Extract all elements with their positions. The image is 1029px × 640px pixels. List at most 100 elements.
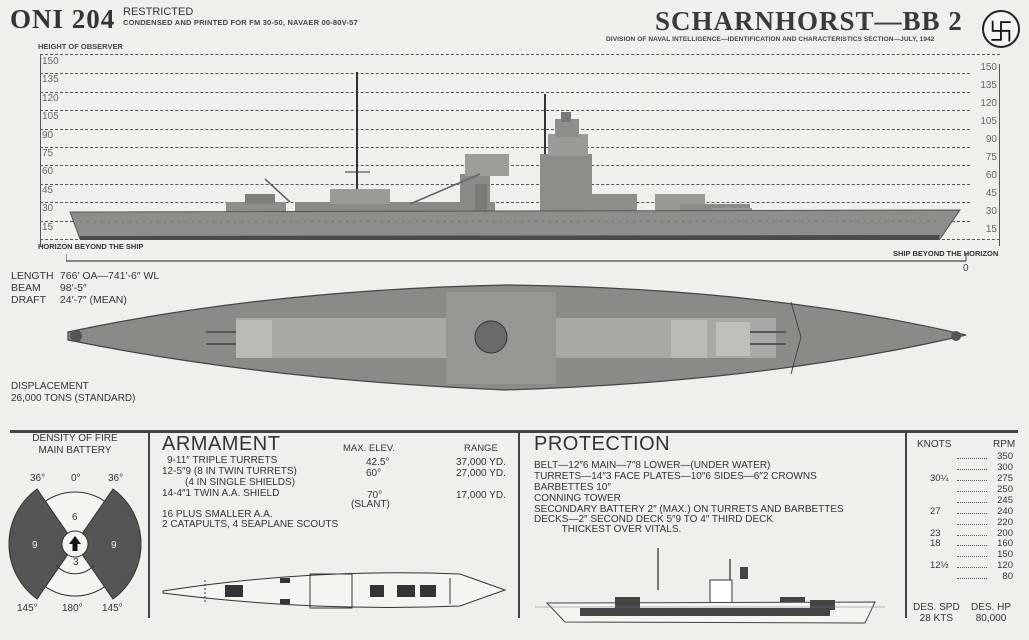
armament-extra: 16 PLUS SMALLER A.A. [162,509,273,520]
armament-range: 17,000 YD. [456,490,506,501]
density-of-fire-title: DENSITY OF FIRE MAIN BATTERY [0,433,150,457]
angle-label: 36° [108,473,124,484]
dimensions-block: LENGTH 766′ OA—741′-6″ WL BEAM 98′-5″ DR… [11,270,159,306]
column-divider [518,433,520,618]
tick-right: 45 [985,188,997,199]
tick-left: 105 [42,111,59,122]
gridline [40,184,970,185]
protection-line: CONNING TOWER [534,493,621,504]
armament-elev: 60° [366,468,382,479]
tick-right: 105 [980,116,997,127]
max-elev-header: MAX. ELEV. [343,443,395,454]
classification-label: RESTRICTED [123,6,194,18]
horizon-baseline [66,254,967,262]
design-speed-block: DES. SPD 28 KTS [913,602,960,624]
angle-label: 0° [71,473,81,484]
column-divider [905,433,907,618]
design-hp-label: DES. HP [971,602,1012,613]
gridline [40,129,970,130]
tick-right: 15 [985,224,997,235]
protection-line: TURRETS—14″3 FACE PLATES—10″6 SIDES—6″2 … [534,471,817,482]
armament-elev: 42.5° [366,457,390,468]
armament-elev-note: (SLANT) [351,499,390,510]
ship-plan-view-illustration [67,284,967,391]
gridline [40,110,970,111]
displacement-value: 26,000 TONS (STANDARD) [11,393,136,404]
protection-line: SECONDARY BATTERY 2″ (MAX.) ON TURRETS A… [534,504,844,515]
beam-value: 98′-5″ [59,282,87,294]
tick-left: 90 [42,130,54,141]
ship-title: SCHARNHORST—BB 2 [655,6,963,36]
draft-label: DRAFT [11,294,46,306]
horizon-beyond-ship-label: HORIZON BEYOND THE SHIP [38,242,144,251]
division-line: DIVISION OF NAVAL INTELLIGENCE—IDENTIFIC… [606,36,935,43]
tick-left: 45 [42,185,54,196]
speed-row: 80 [915,571,1013,582]
armament-title: ARMAMENT [162,433,281,455]
height-of-observer-label: HEIGHT OF OBSERVER [38,42,123,51]
armament-range: 37,000 YD. [456,457,506,468]
draft-value: 24′-7″ (MEAN) [59,294,127,306]
ship-camouflage-profile [535,548,885,624]
displacement-block: DISPLACEMENT 26,000 TONS (STANDARD) [11,381,135,405]
elevation-chart: 150 135 120 105 90 75 60 45 30 15 150 13… [40,54,1000,246]
sector-starboard-value: 9 [111,540,117,551]
protection-line: THICKEST OVER VITALS. [534,524,682,535]
tick-right: 30 [985,206,997,217]
tick-left: 60 [42,166,54,177]
tick-right: 60 [985,170,997,181]
knots-header: KNOTS [917,439,952,450]
tick-left: 135 [42,74,59,85]
speed-row: 245 [915,495,1013,506]
sector-port-value: 9 [32,540,38,551]
ship-deck-plan-outline [162,572,507,609]
design-speed-label: DES. SPD [913,602,960,613]
rpm-header: RPM [993,439,1016,450]
protection-line: DECKS—2″ SECOND DECK 5″9 TO 4″ THIRD DEC… [534,514,774,525]
range-header: RANGE [464,443,498,454]
armament-weapon: (4 IN SINGLE SHIELDS) [185,477,296,488]
armament-elev: 70° [367,490,383,501]
angle-label: 145° [102,603,123,614]
protection-line: BELT—12″6 MAIN—7″8 LOWER—(UNDER WATER) [534,460,771,471]
protection-line: BARBETTES 10″ [534,482,611,493]
column-divider [148,433,150,618]
horizon-zero-label: 0 [963,263,969,274]
sector-forward-value: 6 [72,512,78,523]
ship-side-profile-illustration [69,72,961,240]
armament-weapon: 12-5″9 (8 IN TWIN TURRETS) [162,466,297,477]
speed-row: 220 [915,517,1013,528]
speed-row: 150 [915,549,1013,560]
density-title-line1: DENSITY OF FIRE [32,433,118,444]
condensed-note: CONDENSED AND PRINTED FOR FM 30-50, NAVA… [123,18,358,27]
emblem-glyph: 卐 [989,18,1013,46]
design-hp-block: DES. HP 80,000 [971,602,1011,624]
tick-left: 150 [42,56,59,67]
design-speed-value: 28 KTS [919,613,954,624]
gridline [40,147,970,148]
sector-aft-value: 3 [73,557,79,568]
density-of-fire-diagram [8,488,142,600]
tick-left: 30 [42,203,54,214]
length-label: LENGTH [11,270,54,282]
tick-left: 120 [42,93,59,104]
armament-weapon: 14-4″1 TWIN A.A. SHIELD [162,488,280,499]
gridline [40,54,1000,55]
tick-left: 15 [42,222,54,233]
armament-extra: 2 CATAPULTS, 4 SEAPLANE SCOUTS [162,519,339,530]
tick-right: 150 [980,62,997,73]
swastika-emblem-icon: 卐 [982,10,1020,48]
ship-beyond-horizon-label: SHIP BEYOND THE HORIZON [893,249,999,258]
angle-label: 36° [30,473,46,484]
gridline [40,202,970,203]
displacement-label: DISPLACEMENT [11,381,89,392]
tick-left: 75 [42,148,54,159]
document-designation: ONI 204 [10,4,116,34]
tick-right: 90 [985,134,997,145]
length-value: 766′ OA—741′-6″ WL [59,270,160,282]
armament-range: 27,000 YD. [456,468,506,479]
